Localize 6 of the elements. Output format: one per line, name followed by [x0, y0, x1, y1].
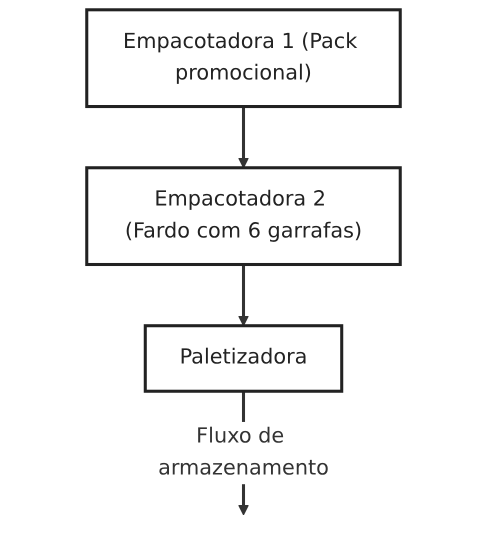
arrow	[238, 264, 249, 326]
node-box: Empacotadora 2 (Fardo com 6 garrafas)	[85, 166, 402, 266]
arrow	[238, 106, 249, 168]
node-box: Empacotadora 1 (Pack promocional)	[85, 8, 402, 108]
node-box: Paletizadora	[144, 324, 344, 393]
edge-label: Fluxo de armazenamento	[158, 424, 329, 480]
